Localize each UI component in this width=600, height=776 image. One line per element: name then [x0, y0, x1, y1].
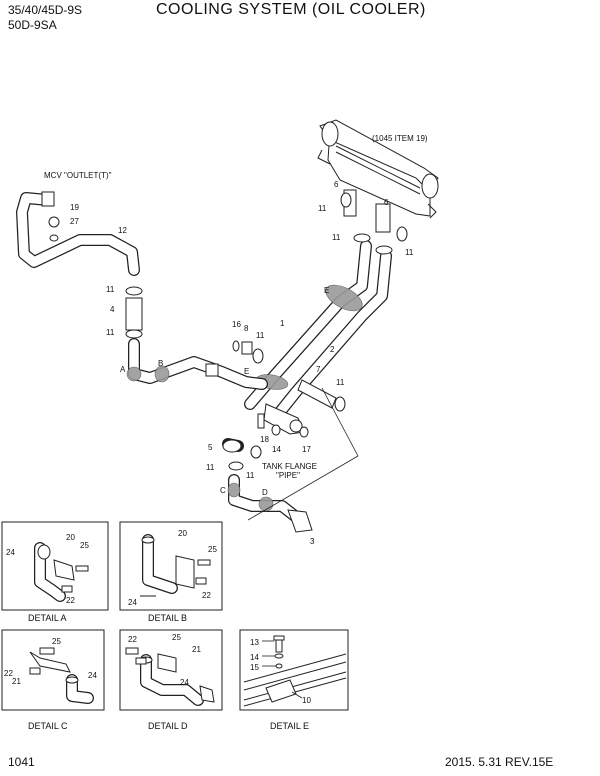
callout-19: 19 — [70, 203, 79, 212]
detail-c-22: 22 — [4, 669, 13, 678]
detail-c: 25 22 21 24 — [1, 629, 105, 711]
detail-c-21: 21 — [12, 677, 21, 686]
detail-d-22: 22 — [128, 635, 137, 644]
callout-11g: 11 — [336, 378, 345, 387]
pipe-note: "PIPE" — [276, 471, 300, 480]
detail-e-10: 10 — [302, 696, 311, 705]
callout-11a: 11 — [318, 204, 327, 213]
callout-E: E — [244, 367, 249, 376]
callout-11i: 11 — [246, 471, 255, 480]
detail-e-label: DETAIL E — [270, 721, 309, 731]
fittings-16-8-11 — [232, 340, 264, 364]
pipe-3 — [222, 438, 313, 533]
detail-a-label: DETAIL A — [28, 613, 67, 623]
callout-16: 16 — [232, 320, 241, 329]
detail-e: 13 14 15 10 — [239, 629, 349, 711]
detail-e-14: 14 — [250, 653, 259, 662]
callout-D: D — [262, 488, 268, 497]
revision-date: 2015. 5.31 REV.15E — [445, 755, 554, 769]
detail-a-24: 24 — [6, 548, 15, 557]
tank-flange-assembly — [257, 403, 309, 438]
callout-12: 12 — [118, 226, 127, 235]
detail-c-label: DETAIL C — [28, 721, 68, 731]
detail-d-24: 24 — [180, 678, 189, 687]
detail-a-22: 22 — [66, 596, 75, 605]
tank-flange-note: TANK FLANGE — [262, 462, 317, 471]
oil-cooler-reference: (1045 ITEM 19) — [372, 134, 428, 143]
detail-d-label: DETAIL D — [148, 721, 188, 731]
detail-a-20: 20 — [66, 533, 75, 542]
callout-6b: 6 — [384, 198, 389, 207]
callout-11b: 11 — [332, 233, 341, 242]
callout-11h: 11 — [206, 463, 215, 472]
callout-4: 4 — [110, 305, 115, 314]
callout-2: 2 — [330, 345, 335, 354]
callout-6a: 6 — [334, 180, 339, 189]
detail-a-25: 25 — [80, 541, 89, 550]
detail-b-24: 24 — [128, 598, 137, 607]
detail-b-25: 25 — [208, 545, 217, 554]
detail-c-25: 25 — [52, 637, 61, 646]
pipe-1-and-2 — [244, 240, 392, 418]
callout-11d: 11 — [106, 285, 115, 294]
pipe-12 — [16, 191, 140, 276]
callout-C: C — [220, 486, 226, 495]
callout-11f: 11 — [256, 331, 265, 340]
callout-17: 17 — [302, 445, 311, 454]
mcv-outlet-note: MCV "OUTLET(T)" — [44, 171, 112, 180]
oil-cooler — [317, 119, 439, 219]
callout-8: 8 — [244, 324, 249, 333]
detail-b-label: DETAIL B — [148, 613, 187, 623]
cooler-hoses-6 — [340, 189, 408, 255]
callout-27: 27 — [70, 217, 79, 226]
detail-c-24: 24 — [88, 671, 97, 680]
callout-18: 18 — [260, 435, 269, 444]
detail-e-13: 13 — [250, 638, 259, 647]
detail-b-22: 22 — [202, 591, 211, 600]
model-list-secondary: 50D-9SA — [8, 18, 57, 32]
detail-d-25: 25 — [172, 633, 181, 642]
callout-3: 3 — [310, 537, 315, 546]
detail-e-15: 15 — [250, 663, 259, 672]
detail-b: 20 25 24 22 — [119, 521, 223, 611]
callout-1: 1 — [280, 319, 285, 328]
detail-d: 22 25 21 24 — [119, 629, 223, 711]
detail-b-20: 20 — [178, 529, 187, 538]
page-title: COOLING SYSTEM (OIL COOLER) — [156, 1, 426, 18]
callout-B: B — [158, 359, 163, 368]
callout-14: 14 — [272, 445, 281, 454]
callout-11e: 11 — [106, 328, 115, 337]
callout-5: 5 — [208, 443, 213, 452]
detail-d-21: 21 — [192, 645, 201, 654]
model-list: 35/40/45D-9S — [8, 3, 83, 17]
page-number: 1041 — [8, 755, 35, 769]
detail-a: 20 25 24 22 — [1, 521, 109, 611]
callout-11c: 11 — [405, 248, 414, 257]
callout-7: 7 — [316, 365, 321, 374]
pipe-a-b — [126, 338, 268, 390]
hose-4 — [125, 286, 143, 339]
callouts: 6 6 11 11 11 E 19 27 12 11 4 11 1 2 16 8… — [70, 180, 414, 546]
callout-A: A — [120, 365, 126, 374]
callout-E-top: E — [324, 286, 329, 295]
hose-7 — [297, 379, 346, 412]
